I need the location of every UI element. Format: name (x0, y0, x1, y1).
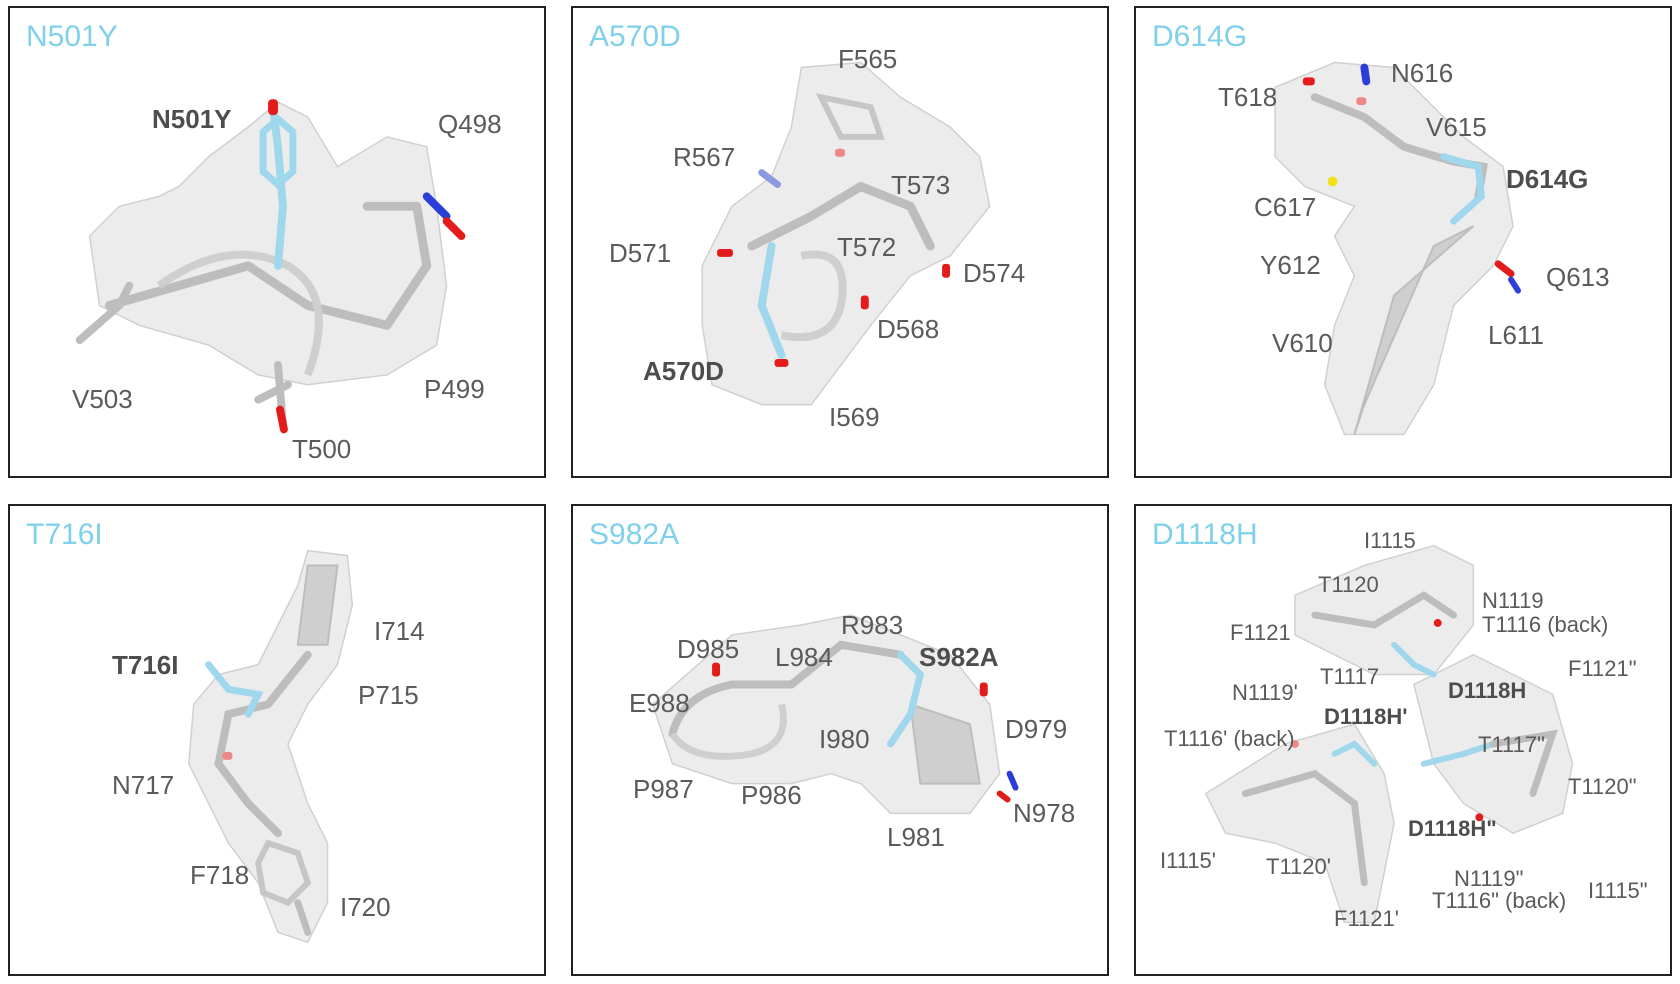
residue-label: T1116" (back) (1432, 888, 1567, 913)
density-map-t716i (187, 549, 354, 944)
residue-label: F1121 (1230, 620, 1291, 645)
residue-label: L981 (887, 822, 945, 852)
residue-label: Q613 (1546, 262, 1610, 292)
residue-label: Q498 (438, 109, 502, 139)
residue-label: I1115" (1588, 878, 1648, 903)
residue-label: D568 (877, 314, 940, 344)
residue-label: I720 (340, 892, 391, 922)
residue-label: T716I (112, 650, 179, 680)
residue-label: N616 (1391, 58, 1454, 88)
residue-label: N978 (1013, 798, 1076, 828)
residue-label: F1121' (1334, 906, 1399, 931)
residue-label: T1120' (1266, 854, 1331, 879)
residue-label: A570D (643, 356, 724, 386)
residue-label: D1118H' (1324, 704, 1408, 729)
residue-label: V503 (72, 384, 133, 414)
panel-s982a: S982A R983 D985 L984 S982A E988 D979 I98… (571, 504, 1109, 976)
residue-label: D614G (1506, 164, 1589, 194)
residue-label: L984 (775, 642, 833, 672)
panel-t716i: T716I I714 T716I P715 N717 F718 I720 (8, 504, 546, 976)
residue-label: N501Y (152, 104, 232, 134)
panel-title: S982A (589, 518, 680, 551)
residue-label: D1118H (1448, 678, 1527, 703)
residue-label: T1116' (back) (1164, 726, 1295, 751)
residue-label: I714 (374, 616, 425, 646)
residue-label: I1115' (1160, 848, 1216, 873)
residue-label: P986 (741, 780, 802, 810)
residue-label: I980 (819, 724, 870, 754)
residue-label: P499 (424, 374, 485, 404)
residue-label: L611 (1488, 320, 1544, 350)
residue-label: N1119" (1454, 866, 1524, 891)
residue-label: P987 (633, 774, 694, 804)
residue-label: I1115 (1364, 528, 1416, 553)
residue-label: T573 (891, 170, 951, 200)
residue-label: D985 (677, 634, 740, 664)
residue-label: D979 (1005, 714, 1068, 744)
panel-title: A570D (589, 20, 681, 53)
panel-a570d: A570D F565 R567 T573 D571 T572 D574 D568… (571, 6, 1109, 478)
panel-n501y: N501Y N501Y Q498 V503 T500 P499 (8, 6, 546, 478)
panel-title: D1118H (1152, 518, 1258, 551)
panel-title: N501Y (26, 20, 118, 53)
density-map-n501y (75, 99, 466, 434)
density-map-d614g (1274, 61, 1521, 436)
density-map-s982a (651, 614, 1019, 815)
residue-label: C617 (1254, 192, 1317, 222)
residue-label: I569 (829, 402, 880, 432)
panel-title: T716I (26, 518, 103, 551)
panel-title: D614G (1152, 20, 1248, 53)
residue-label: F1121" (1568, 656, 1637, 681)
residue-label: Y612 (1260, 250, 1321, 280)
residue-label: R983 (841, 610, 904, 640)
density-map-d1118h (1204, 544, 1574, 924)
residue-label: F718 (190, 860, 250, 890)
residue-label: T1120 (1318, 572, 1379, 597)
residue-label: T1117" (1478, 732, 1545, 757)
residue-label: T572 (837, 232, 897, 262)
residue-label: D571 (609, 238, 672, 268)
residue-label: N717 (112, 770, 175, 800)
residue-label: N1119' (1232, 680, 1298, 705)
density-map-a570d (701, 61, 991, 406)
residue-label: N1119 (1482, 588, 1544, 613)
panel-d614g: D614G N616 T618 V615 D614G C617 Y612 Q61… (1134, 6, 1672, 478)
residue-label: T618 (1218, 82, 1278, 112)
residue-label: T1120" (1568, 774, 1637, 799)
residue-label: D1118H" (1408, 816, 1497, 841)
residue-label: V610 (1272, 328, 1333, 358)
panel-d1118h: D1118H I1115 T1120 N1119 T1116 (back) F1… (1134, 504, 1672, 976)
residue-label: S982A (919, 642, 999, 672)
residue-label: T500 (292, 434, 352, 464)
residue-label: E988 (629, 688, 690, 718)
residue-label: D574 (963, 258, 1026, 288)
residue-label: R567 (673, 142, 736, 172)
residue-label: F565 (838, 44, 898, 74)
residue-label: P715 (358, 680, 419, 710)
residue-label: T1117 (1320, 664, 1380, 689)
residue-label: V615 (1426, 112, 1487, 142)
residue-label: T1116 (back) (1482, 612, 1609, 637)
